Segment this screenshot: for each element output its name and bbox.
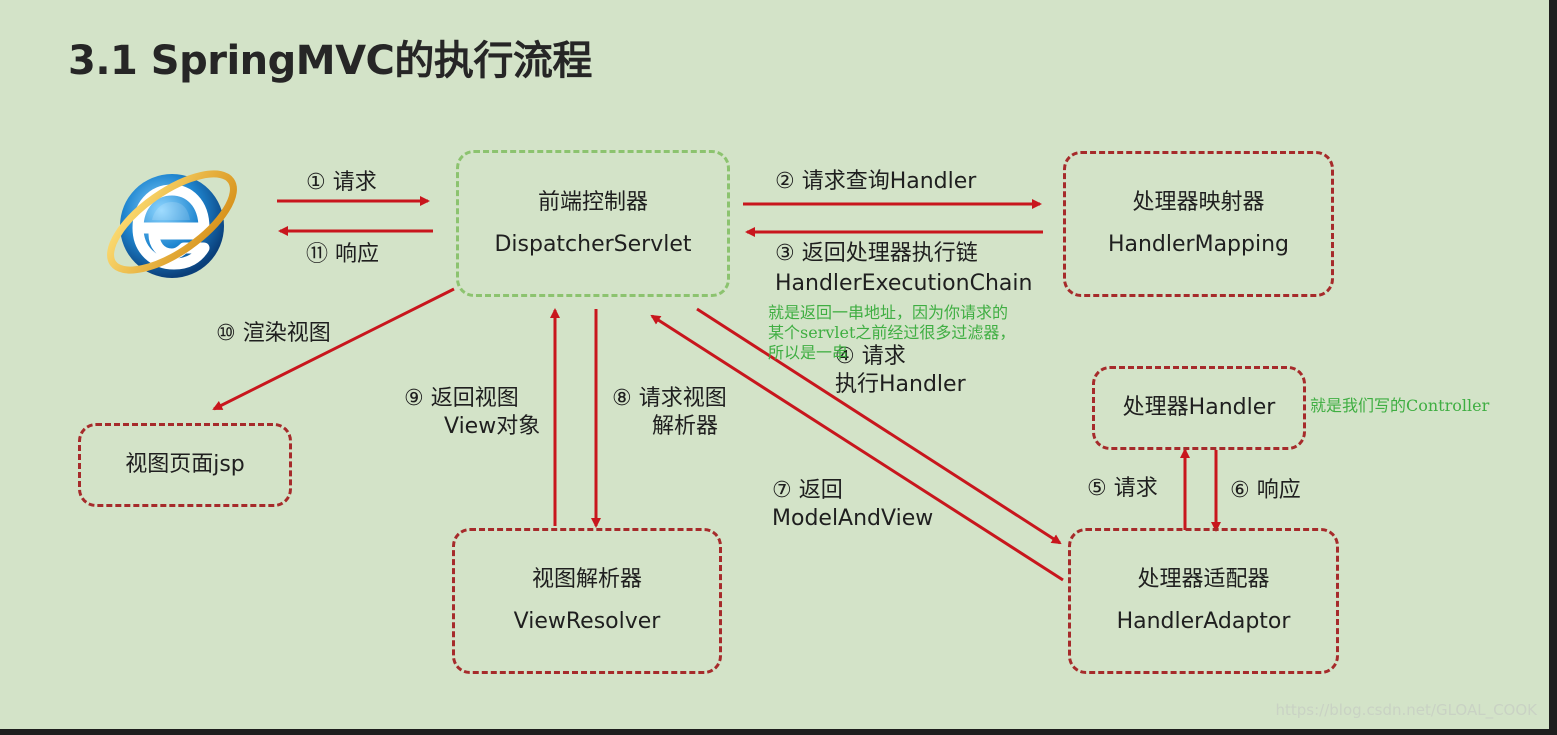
handler-mapping-en-label: HandlerMapping [1107, 232, 1290, 257]
internet-explorer-icon [107, 170, 237, 278]
step-1-label: ① 请求 [306, 170, 377, 195]
step-6-label: ⑥ 响应 [1230, 478, 1301, 503]
handler-box: 处理器Handler [1092, 366, 1306, 450]
step-8-label: ⑧ 请求视图 [612, 386, 727, 411]
step-4-label: ④ 请求 [835, 344, 906, 369]
step-7-label: ⑦ 返回 [772, 478, 843, 503]
step-5-label: ⑤ 请求 [1087, 476, 1158, 501]
chain-note-line-2: 某个servlet之前经过很多过滤器， [768, 323, 1016, 342]
page-title: 3.1 SpringMVC的执行流程 [68, 38, 592, 84]
step-10-label: ⑩ 渲染视图 [216, 321, 331, 346]
arrow-10-render-view [212, 287, 455, 411]
chain-note-line-3: 所以是一串 [768, 343, 849, 362]
watermark: https://blog.csdn.net/GLOAL_COOK [1275, 701, 1537, 719]
step-4-sub-label: 执行Handler [835, 372, 966, 397]
arrow-4-execute-handler [696, 307, 1062, 545]
chain-note-line-1: 就是返回一串地址，因为你请求的 [768, 303, 1009, 322]
step-2-label: ② 请求查询Handler [775, 169, 977, 194]
view-resolver-cn-label: 视图解析器 [531, 567, 642, 593]
handler-adaptor-box: 处理器适配器 HandlerAdaptor [1068, 528, 1339, 674]
handler-label: 处理器Handler [1122, 395, 1276, 421]
step-7-sub-label: ModelAndView [772, 506, 934, 531]
dispatcher-en-label: DispatcherServlet [494, 231, 692, 257]
controller-note: 就是我们写的Controller [1310, 396, 1490, 415]
handler-mapping-box: 处理器映射器 HandlerMapping [1063, 151, 1334, 297]
dispatcher-servlet-box: 前端控制器 DispatcherServlet [456, 150, 730, 297]
step-9-sub-label: View对象 [444, 414, 541, 439]
handler-adaptor-cn-label: 处理器适配器 [1137, 567, 1270, 593]
arrow-7-return-modelandview [650, 314, 1064, 582]
handler-mapping-cn-label: 处理器映射器 [1132, 190, 1265, 216]
step-8-sub-label: 解析器 [652, 414, 719, 439]
view-page-label: 视图页面jsp [125, 452, 245, 478]
view-page-box: 视图页面jsp [78, 423, 292, 507]
step-9-label: ⑨ 返回视图 [404, 386, 519, 411]
step-3-label: ③ 返回处理器执行链 [775, 241, 978, 266]
step-11-label: ⑪ 响应 [306, 242, 379, 267]
view-resolver-box: 视图解析器 ViewResolver [452, 528, 722, 674]
step-3-chain-label: HandlerExecutionChain [775, 271, 1033, 296]
view-resolver-en-label: ViewResolver [513, 609, 661, 634]
handler-adaptor-en-label: HandlerAdaptor [1116, 609, 1291, 634]
dispatcher-cn-label: 前端控制器 [537, 189, 648, 215]
